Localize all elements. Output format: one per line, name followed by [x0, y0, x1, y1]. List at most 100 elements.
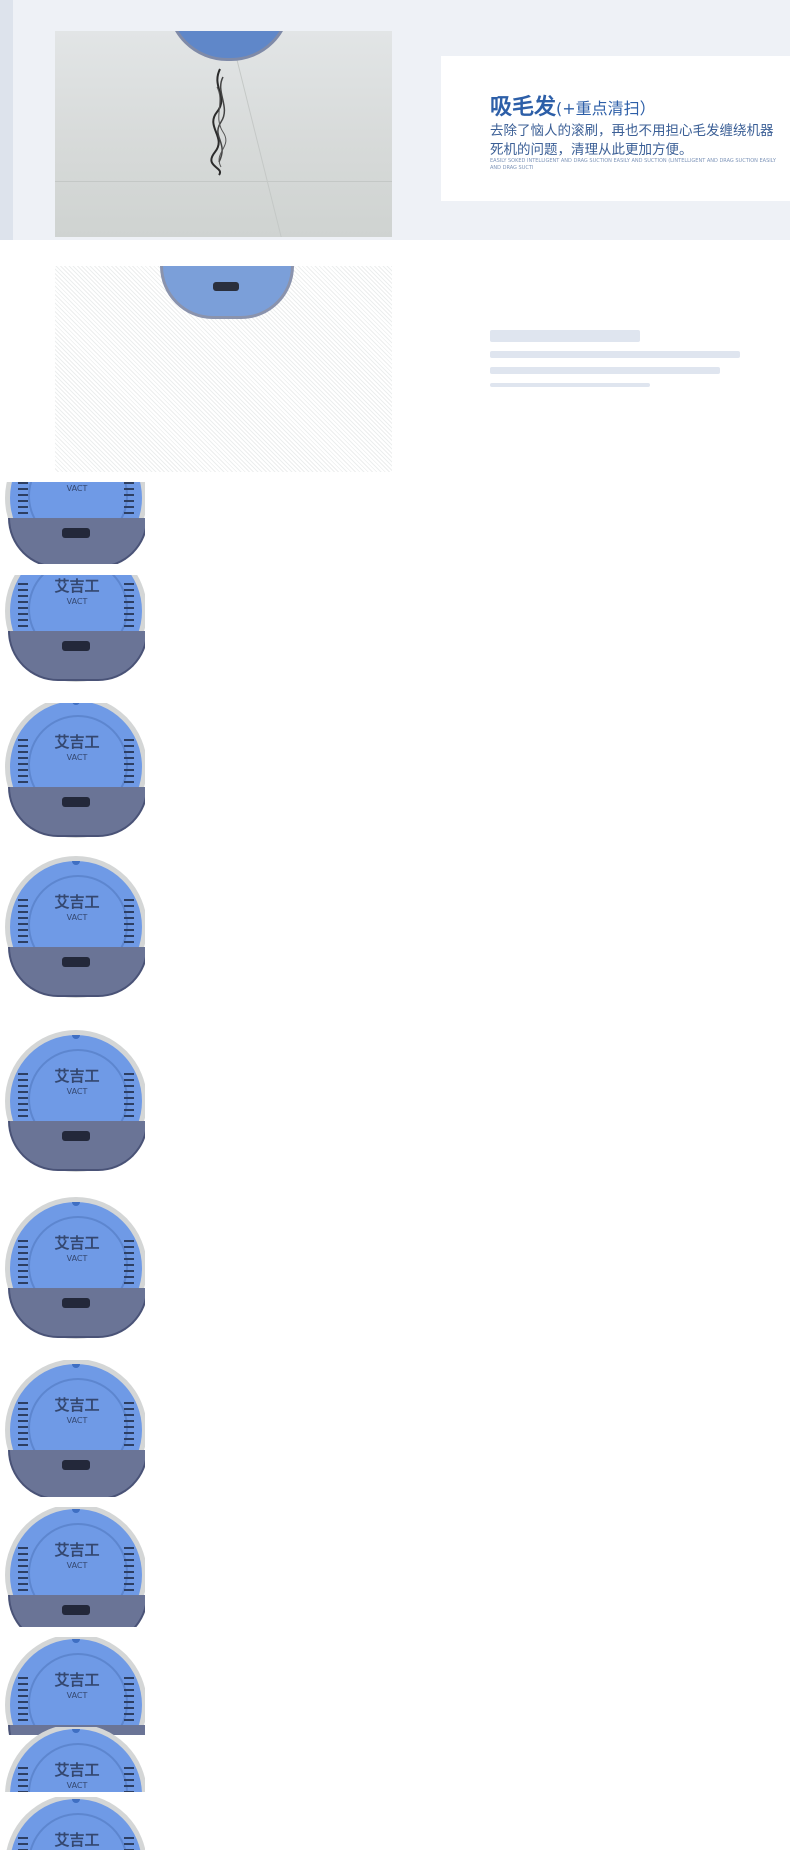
robot-vent-left	[18, 1240, 28, 1290]
hair-cleaning-photo	[55, 31, 392, 237]
robot-bumper	[8, 518, 145, 564]
robot-vent-right	[124, 1547, 134, 1597]
robot-top-button	[72, 861, 80, 865]
robot-vacuum-image: 艾吉工 VACT	[8, 861, 145, 997]
robot-bumper	[8, 947, 145, 997]
left-edge-strip	[0, 0, 13, 240]
robot-vent-right	[124, 583, 134, 633]
robot-vent-left	[18, 1767, 28, 1792]
robot-vacuum-image: 艾吉工 VACT	[8, 1639, 145, 1735]
robot-control-panel	[213, 282, 239, 291]
robot-frame: 艾吉工 VACT	[5, 1023, 145, 1178]
robot-top-button	[72, 1639, 80, 1643]
feature-title-main: 吸毛发	[490, 95, 557, 120]
feature-description: 去除了恼人的滚刷，再也不用担心毛发缠绕机器死机的问题，清理从此更加方便。	[490, 123, 774, 158]
robot-bumper	[8, 787, 145, 837]
robot-control-panel	[62, 1460, 90, 1470]
robot-vacuum-image: 艾吉工 VACT	[8, 1364, 145, 1497]
feature-title-sub: (+重点清扫）	[556, 99, 656, 118]
faded-text-line	[490, 351, 740, 358]
robot-top-button	[72, 1035, 80, 1039]
robot-vent-right	[124, 1402, 134, 1452]
robot-control-panel	[62, 528, 90, 538]
robot-vent-right	[124, 482, 134, 520]
robot-top-button	[72, 1509, 80, 1513]
faded-text-line	[490, 330, 640, 342]
robot-vent-right	[124, 1677, 134, 1727]
hero-section: 吸毛发(+重点清扫） 去除了恼人的滚刷，再也不用担心毛发缠绕机器死机的问题，清理…	[0, 0, 790, 240]
robot-vent-right	[124, 899, 134, 949]
robot-logo-sub: VACT	[66, 753, 88, 762]
robot-logo-sub: VACT	[66, 1254, 88, 1263]
robot-vent-left	[18, 1837, 28, 1850]
faded-text-line	[490, 383, 650, 387]
robot-vent-right	[124, 1837, 134, 1850]
robot-logo-sub: VACT	[66, 1416, 88, 1425]
faded-text-line	[490, 367, 720, 374]
robot-top-button	[72, 1799, 80, 1803]
robot-control-panel	[62, 1605, 90, 1615]
robot-frame: 艾吉工 VACT	[5, 853, 145, 1013]
robot-frame: 艾吉工 VACT	[5, 1190, 145, 1350]
feature-english-caption: EASILY SOKED INTELLIGENT AND DRAG SUCTIO…	[490, 158, 776, 171]
hair-strands-graphic	[210, 68, 227, 176]
robot-bumper	[8, 1121, 145, 1171]
robot-logo: 艾吉工	[54, 577, 100, 595]
robot-vent-left	[18, 739, 28, 789]
robot-control-panel	[62, 797, 90, 807]
robot-top-button	[72, 1729, 80, 1733]
robot-vent-left	[18, 1073, 28, 1123]
robot-frame: 艾吉工 VACT	[5, 575, 145, 685]
robot-logo-sub: VACT	[66, 597, 88, 606]
robot-logo-sub: VACT	[66, 484, 88, 493]
robot-control-panel	[62, 641, 90, 651]
robot-vacuum-image: 艾吉工 VACT	[8, 575, 145, 681]
robot-vent-left	[18, 1402, 28, 1452]
robot-logo-sub: VACT	[66, 913, 88, 922]
robot-logo: 艾吉工	[54, 1067, 100, 1085]
robot-logo-sub: VACT	[66, 1087, 88, 1096]
robot-logo-sub: VACT	[66, 1691, 88, 1700]
robot-vacuum-image: 艾吉工 VACT	[8, 1035, 145, 1171]
robot-vent-left	[18, 583, 28, 633]
robot-vent-right	[124, 1767, 134, 1792]
robot-frame: 艾吉工 VACT	[5, 1360, 145, 1497]
robot-top-button	[72, 1364, 80, 1368]
robot-logo: 艾吉工	[54, 1396, 100, 1414]
robot-bumper	[8, 1288, 145, 1338]
robot-frame: 艾吉工 VACT	[5, 1507, 145, 1627]
robot-control-panel	[62, 1298, 90, 1308]
robot-frame: 艾吉工 VACT	[5, 703, 145, 843]
robot-logo: 艾吉工	[54, 1234, 100, 1252]
robot-logo-sub: VACT	[66, 1781, 88, 1790]
robot-logo: 艾吉工	[54, 1541, 100, 1559]
robot-control-panel	[62, 957, 90, 967]
robot-vent-left	[18, 899, 28, 949]
floor-tile-line	[229, 31, 282, 237]
robot-bumper	[8, 1450, 145, 1497]
robot-logo: 艾吉工	[54, 733, 100, 751]
robot-control-panel	[62, 1131, 90, 1141]
robot-top-button	[72, 1202, 80, 1206]
robot-vent-right	[124, 1073, 134, 1123]
robot-frame: 艾吉工 VACT	[5, 1637, 145, 1735]
robot-vacuum-image: 艾吉工 VACT	[8, 1202, 145, 1338]
robot-logo-sub: VACT	[66, 1561, 88, 1570]
robot-vent-left	[18, 1547, 28, 1597]
robot-logo: 艾吉工	[54, 893, 100, 911]
robot-vacuum-image: 艾吉工 VACT	[8, 1509, 145, 1627]
robot-logo: 艾吉工	[54, 1671, 100, 1689]
robot-vacuum-edge	[167, 31, 291, 61]
feature-title: 吸毛发(+重点清扫）	[490, 89, 656, 121]
robot-top-button	[72, 703, 80, 705]
robot-vent-left	[18, 1677, 28, 1727]
robot-vacuum-image: 艾吉工 VACT	[8, 703, 145, 837]
robot-vent-right	[124, 1240, 134, 1290]
robot-vent-right	[124, 739, 134, 789]
